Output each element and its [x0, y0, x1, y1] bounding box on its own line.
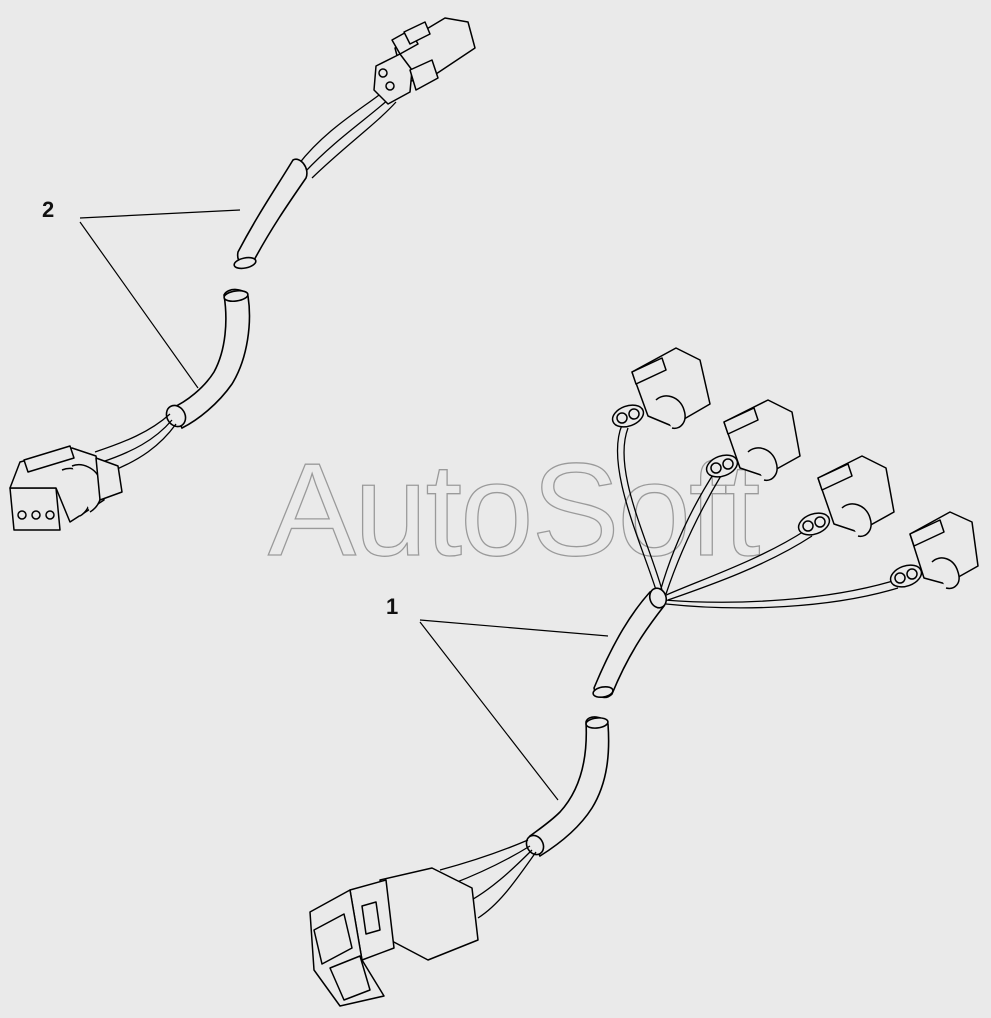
- harness-1-lower-sleeve: [528, 716, 610, 858]
- harness-1-branch-connector-4: [889, 511, 979, 590]
- watermark: AutoSoft: [268, 436, 760, 583]
- harness-2-top-connector: [373, 17, 476, 105]
- leader-lines-2: [79, 209, 241, 389]
- harness-2-upper-wires: [297, 91, 397, 179]
- harness-1-branch-connector-1: [611, 347, 711, 430]
- harness-1-main-connector: [309, 867, 479, 1007]
- harness-1-lower-wires: [439, 839, 537, 919]
- harness-1-branch-connector-2: [705, 399, 801, 482]
- harness-1-branch-wires: [616, 424, 899, 609]
- leader-lines-1: [419, 619, 609, 801]
- harness-1-branch-connector-3: [797, 455, 895, 538]
- harness-2-upper-sleeve: [236, 158, 308, 267]
- callout-2: 2: [42, 197, 55, 222]
- harness-2-bottom-connector: [9, 445, 123, 531]
- harness-2-lower-sleeve: [170, 288, 251, 430]
- harness-1: [309, 347, 979, 1007]
- callout-1: 1: [386, 594, 399, 619]
- harness-2: [9, 17, 476, 531]
